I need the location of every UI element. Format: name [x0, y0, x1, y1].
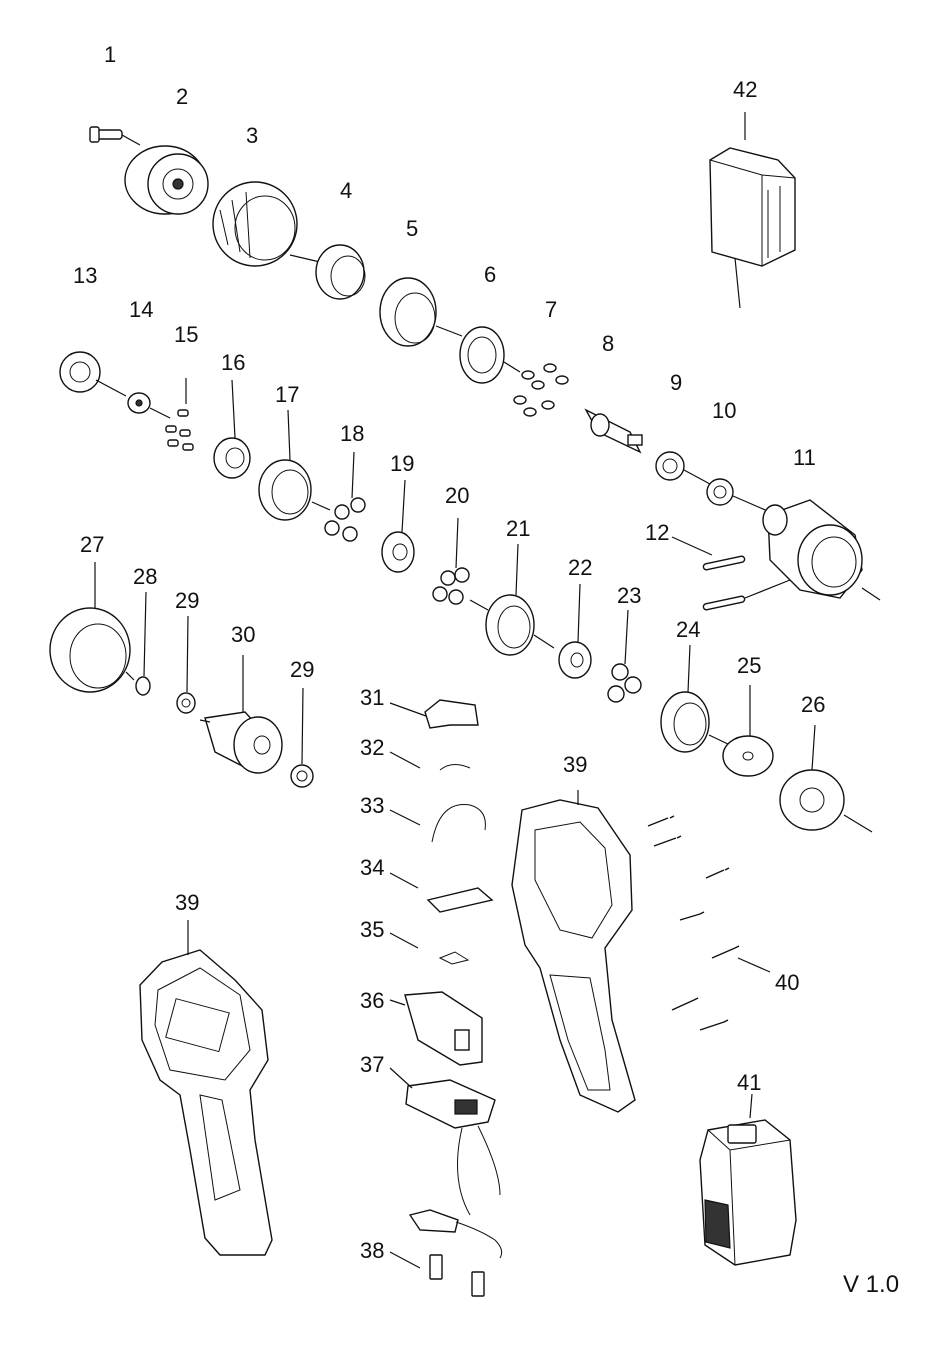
part-18-planet-gears	[324, 451, 366, 542]
label-part-22: 22	[568, 555, 592, 580]
label-part-19: 19	[390, 451, 414, 476]
label-part-17: 17	[275, 382, 299, 407]
label-part-6: 6	[484, 262, 496, 287]
label-part-12: 12	[645, 520, 669, 545]
label-part-23: 23	[617, 583, 641, 608]
part-39-housing-half-right	[511, 790, 636, 1113]
label-part-41: 41	[737, 1070, 761, 1095]
part-39-housing-assembled	[139, 920, 273, 1256]
part-29-bearing-b	[290, 687, 314, 788]
label-part-42: 42	[733, 77, 757, 102]
label-part-21: 21	[506, 516, 530, 541]
label-part-28: 28	[133, 564, 157, 589]
part-17-ring-gear	[258, 409, 331, 521]
label-part-20: 20	[445, 483, 469, 508]
part-8-spindle	[584, 408, 643, 454]
label-part-35: 35	[360, 917, 384, 942]
part-28-pinion	[135, 591, 151, 696]
label-part-24: 24	[676, 617, 700, 642]
part-32-spring-clip	[389, 751, 471, 771]
part-30-rotor	[199, 655, 283, 774]
label-part-7: 7	[545, 297, 557, 322]
label-part-5: 5	[406, 216, 418, 241]
part-14-washer	[127, 392, 171, 419]
part-29-bearing-a	[176, 615, 196, 714]
label-part-18: 18	[340, 421, 364, 446]
part-16-carrier	[213, 379, 251, 479]
label-part-38: 38	[360, 1238, 384, 1263]
label-part-31: 31	[360, 685, 384, 710]
part-38-clips	[389, 1251, 485, 1297]
label-part-14: 14	[129, 297, 153, 322]
part-26-plate	[779, 724, 873, 833]
part-13-cap	[59, 351, 127, 397]
version-label: V 1.0	[843, 1271, 899, 1298]
part-1-screw	[89, 126, 141, 146]
part-9-bearing	[655, 451, 711, 485]
part-20-planet-gears	[432, 517, 489, 611]
label-part-10: 10	[712, 398, 736, 423]
part-42-charger	[709, 112, 796, 309]
label-part-39-right: 39	[563, 752, 587, 777]
part-31-trigger	[389, 699, 479, 729]
part-34-board	[389, 872, 494, 913]
label-part-11: 11	[793, 445, 816, 470]
part-7-pins	[513, 363, 569, 417]
label-part-4: 4	[340, 178, 352, 203]
label-part-39-left: 39	[175, 890, 199, 915]
part-15-pins	[165, 378, 194, 451]
label-part-9: 9	[670, 370, 682, 395]
label-part-34: 34	[360, 855, 384, 880]
part-3-torque-collar	[212, 181, 321, 267]
part-36-switch	[389, 991, 483, 1066]
label-part-30: 30	[231, 622, 255, 647]
label-part-36: 36	[360, 988, 384, 1013]
part-11-gear-housing	[762, 499, 881, 601]
part-35-contact	[389, 932, 470, 965]
part-21-ring-gear	[485, 543, 555, 656]
part-22-carrier	[558, 583, 592, 679]
part-12-pins	[671, 536, 791, 611]
part-4-ring	[315, 244, 366, 300]
label-part-1: 1	[104, 42, 116, 67]
part-25-washer	[722, 685, 774, 777]
label-part-26: 26	[801, 692, 825, 717]
part-6-plate	[459, 326, 521, 384]
label-part-2: 2	[176, 84, 188, 109]
part-41-battery	[699, 1093, 797, 1266]
label-part-15: 15	[174, 322, 198, 347]
part-33-spring	[389, 803, 486, 843]
part-24-ring-gear	[660, 644, 731, 753]
label-part-13: 13	[73, 263, 97, 288]
part-37-control-board	[389, 1067, 503, 1259]
label-part-29a: 29	[175, 588, 199, 613]
label-part-27: 27	[80, 532, 104, 557]
part-23-gears	[607, 609, 642, 703]
part-40-screws	[647, 815, 771, 1031]
part-10-bearing	[706, 478, 771, 513]
label-part-37: 37	[360, 1052, 384, 1077]
label-part-16: 16	[221, 350, 245, 375]
label-part-40: 40	[775, 970, 799, 995]
part-2-clutch-ring	[124, 145, 209, 215]
part-5-ring	[379, 277, 463, 347]
label-part-29b: 29	[290, 657, 314, 682]
part-27-motor-housing	[49, 562, 135, 693]
part-19-sun-gear	[381, 479, 415, 573]
label-part-32: 32	[360, 735, 384, 760]
label-part-8: 8	[602, 331, 614, 356]
label-part-3: 3	[246, 123, 258, 148]
label-part-33: 33	[360, 793, 384, 818]
label-part-25: 25	[737, 653, 761, 678]
